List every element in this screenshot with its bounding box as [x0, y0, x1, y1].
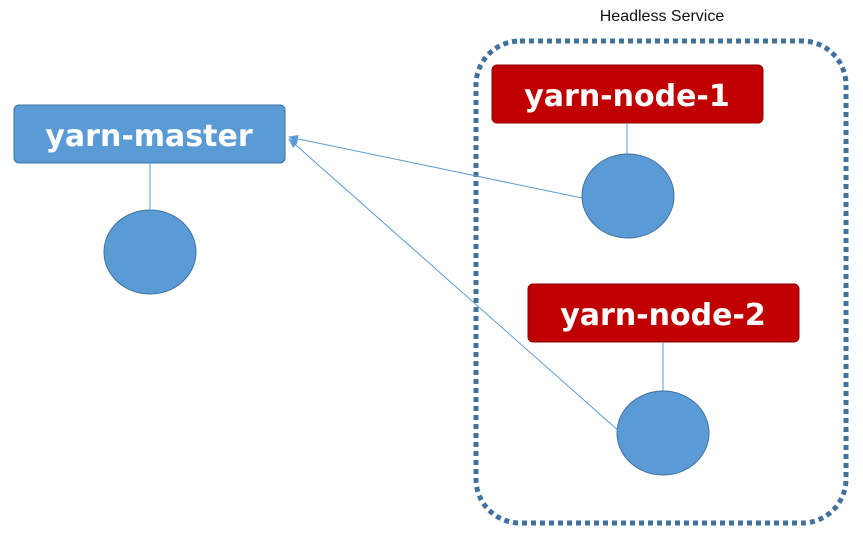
- yarn-node-2-node[interactable]: yarn-node-2: [527, 283, 800, 476]
- yarn-master-node[interactable]: yarn-master: [13, 104, 286, 295]
- yarn-node-1-pod[interactable]: [581, 153, 675, 239]
- yarn-master-label: yarn-master: [45, 119, 252, 154]
- headless-service-group: Headless Service: [473, 8, 849, 526]
- yarn-node-2-pod[interactable]: [616, 390, 710, 476]
- yarn-master-pod[interactable]: [103, 209, 197, 295]
- yarn-node-2-label: yarn-node-2: [560, 298, 766, 333]
- yarn-node-1-node[interactable]: yarn-node-1: [491, 64, 764, 239]
- headless-service-label: Headless Service: [600, 8, 725, 25]
- yarn-node-1-label: yarn-node-1: [524, 79, 730, 114]
- headless-service-boundary: [473, 38, 849, 526]
- yarn-node-2-to-master-arrow: [288, 138, 621, 433]
- yarn-node-1-to-master-arrow: [288, 134, 583, 199]
